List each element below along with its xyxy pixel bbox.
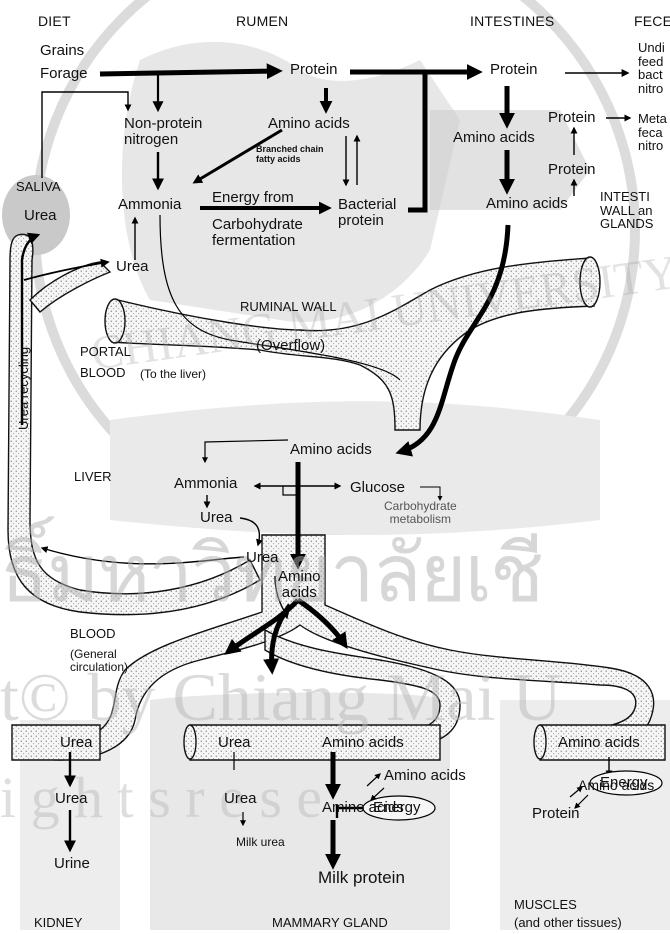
muscle-energy: Energy — [600, 775, 648, 791]
kidney-urea-2: Urea — [55, 791, 88, 807]
muscles-label: MUSCLES — [514, 898, 577, 912]
kidney-label: KIDNEY — [34, 916, 82, 930]
header-feces: FECES — [634, 14, 670, 29]
intestine-amino-acids: Amino acids — [453, 130, 535, 146]
rumen-branched-chain: Branched chain fatty acids — [256, 145, 324, 165]
liver-ammonia: Ammonia — [174, 476, 237, 492]
diet-forage: Forage — [40, 66, 88, 82]
mammary-energy: Energy — [373, 800, 421, 816]
saliva-label: SALIVA — [16, 180, 61, 194]
muscle-protein: Protein — [532, 806, 580, 822]
rumen-energy-from: Energy from — [212, 190, 294, 206]
mammary-label: MAMMARY GLAND — [272, 916, 388, 930]
rumen-carbohydrate: Carbohydrate fermentation — [212, 217, 303, 249]
blood-note: (General circulation) — [70, 648, 128, 673]
intestine-amino-acids-2: Amino acids — [486, 196, 568, 212]
rumen-amino-acids: Amino acids — [268, 116, 350, 132]
liver-carb-metabolism: Carbohydrate metabolism — [384, 500, 457, 525]
blood-label: BLOOD — [70, 627, 116, 641]
kidney-urea-1: Urea — [60, 735, 93, 751]
header-diet: DIET — [38, 14, 71, 29]
rumen-bacterial-protein: Bacterial protein — [338, 197, 396, 229]
urea-recycling-label: Urea recycling — [17, 347, 31, 430]
diet-grains: Grains — [40, 43, 84, 59]
header-rumen: RUMEN — [236, 14, 288, 29]
rumen-ammonia: Ammonia — [118, 197, 181, 213]
urea-wall: Urea — [116, 259, 149, 275]
intestine-protein: Protein — [490, 62, 538, 78]
mammary-urea-2: Urea — [224, 791, 257, 807]
saliva-urea: Urea — [24, 208, 57, 224]
rumen-protein: Protein — [290, 62, 338, 78]
feces-metabolic: Meta feca nitro — [638, 112, 667, 153]
liver-amino-acids: Amino acids — [290, 442, 372, 458]
watermark-rights: i g h t s r e s e — [0, 768, 322, 829]
portal-note: (To the liver) — [140, 368, 206, 381]
mammary-amino-acids-1: Amino acids — [322, 735, 404, 751]
header-intestines: INTESTINES — [470, 14, 554, 29]
liver-glucose: Glucose — [350, 480, 405, 496]
portal-label: PORTAL — [80, 345, 131, 359]
mammary-amino-acids-2: Amino acids — [384, 768, 466, 784]
intestinal-wall-label: INTESTI WALL an GLANDS — [600, 190, 653, 231]
muscles-note: (and other tissues) — [514, 916, 622, 930]
ruminal-wall-label: RUMINAL WALL — [240, 300, 337, 314]
kidney-urine: Urine — [54, 856, 90, 872]
liver-label: LIVER — [74, 470, 112, 484]
muscle-amino-acids-1: Amino acids — [558, 735, 640, 751]
vessel-urea: Urea — [246, 550, 279, 566]
feces-undigested: Undi feed bact nitro — [638, 41, 665, 96]
intestine-protein-right: Protein — [548, 110, 596, 126]
overflow-label: (Overflow) — [256, 338, 325, 354]
mammary-urea-1: Urea — [218, 735, 251, 751]
mammary-milk-protein: Milk protein — [318, 869, 405, 887]
intestine-protein-mid: Protein — [548, 162, 596, 178]
rumen-npn: Non-protein nitrogen — [124, 116, 202, 148]
mammary-milk-urea: Milk urea — [236, 836, 285, 849]
watermark-thai: ธิ์มหาวิทยาลัยเชี — [0, 532, 542, 616]
liver-urea: Urea — [200, 510, 233, 526]
vessel-amino-acids: Amino acids — [278, 569, 321, 601]
portal-blood: BLOOD — [80, 366, 126, 380]
